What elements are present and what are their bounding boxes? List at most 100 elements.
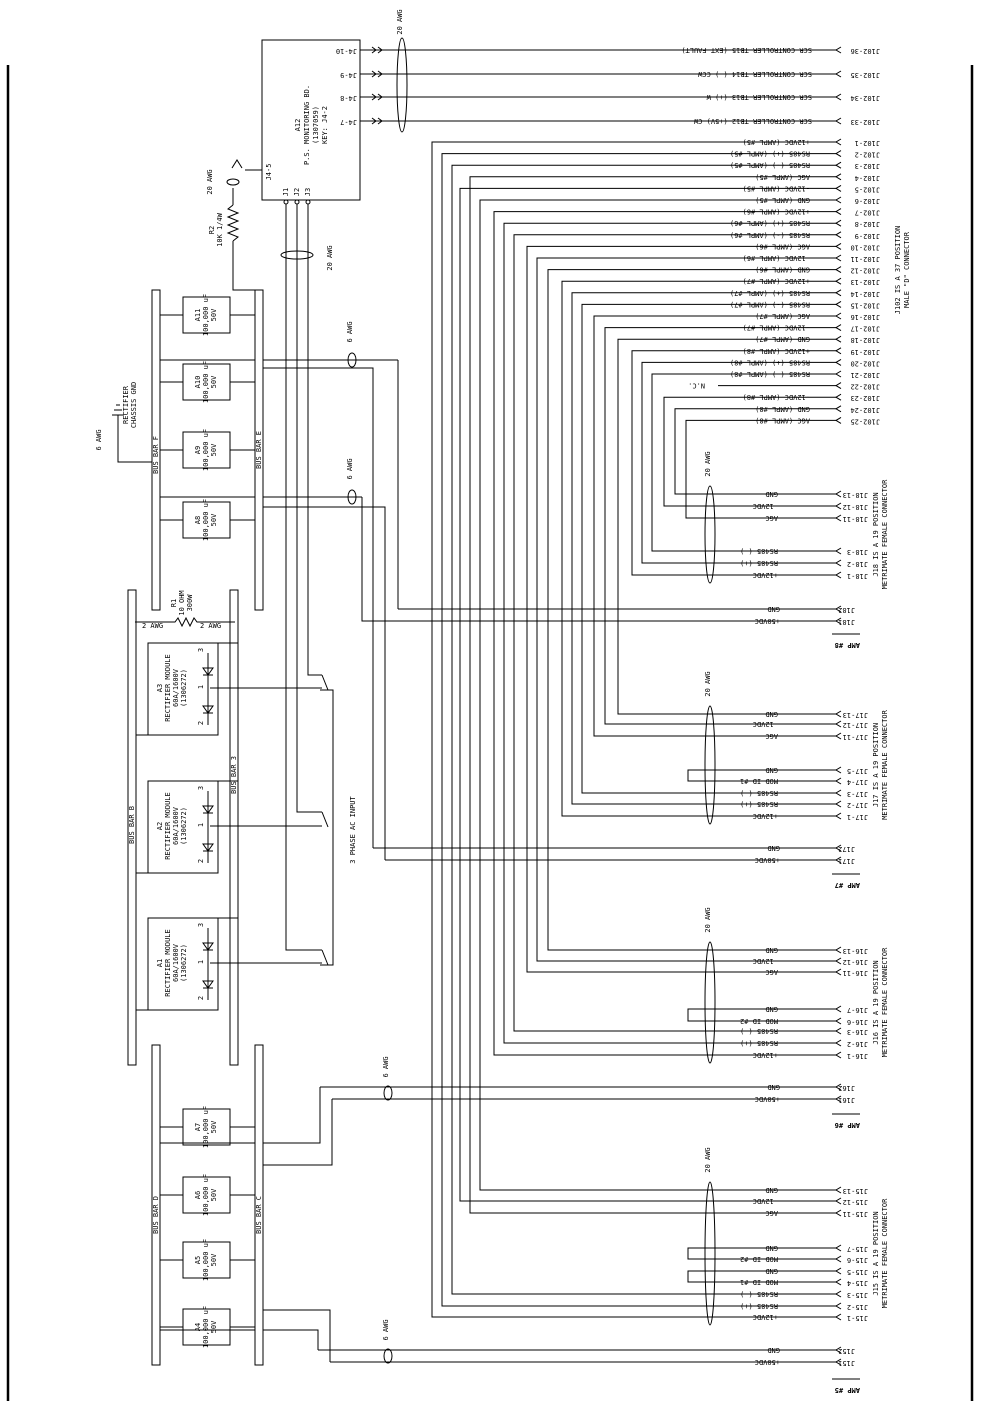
rectifier-name: RECTIFIER MODULE: [164, 792, 172, 859]
j102-pin-label: J102-1: [855, 139, 880, 147]
j2-label: J2: [293, 188, 301, 196]
capacitor-voltage: 50V: [210, 1253, 218, 1266]
capacitor-ref: A5: [194, 1256, 202, 1264]
switch-a: [321, 949, 329, 966]
j102-pin-label: J102-9: [855, 232, 880, 240]
amp6-cable-awg: 20 AWG: [704, 907, 712, 932]
capacitor-value: 100,000 uF: [202, 1239, 210, 1281]
monitoring-board-ref: A12: [294, 119, 302, 132]
amp6-pin-arrow: [835, 946, 842, 954]
rectifier-pin-2: 2: [197, 721, 205, 725]
amp8-signal-label: -12VDC: [753, 502, 778, 510]
amp5-subtitle: METRIMATE FEMALE CONNECTOR: [881, 1198, 889, 1308]
rectifier-name: RECTIFIER MODULE: [164, 929, 172, 996]
amp5-pin-label: J15-7: [847, 1245, 868, 1253]
bus-bar-d-label: BUS BAR D: [152, 1196, 160, 1234]
j3-label: J3: [304, 188, 312, 196]
controller-pin-label: J4-7: [340, 118, 357, 126]
r1-left-awg: 2 AWG: [142, 622, 163, 630]
j102-pin-arrow: [835, 382, 842, 390]
amp6-gnd-riser: [160, 1087, 321, 1144]
amp6-gnd-conn: J162: [838, 1084, 855, 1092]
rectifier-pin-2: 2: [197, 859, 205, 863]
amp8-pin-arrow: [835, 547, 842, 555]
j102-pin-label: J102-14: [850, 290, 880, 298]
ac-phase-a: [285, 204, 322, 951]
bus-bar-f: [151, 289, 161, 611]
amp8-gnd-conn: J182: [838, 606, 855, 614]
ac-input: 3 PHASE AC INPUT: [210, 204, 357, 966]
r1-right-awg: 2 AWG: [200, 622, 221, 630]
amp7-title: J17 IS A 19 POSITION: [872, 723, 880, 807]
r2-resistor: [226, 204, 240, 242]
ac-input-label: 3 PHASE AC INPUT: [349, 796, 357, 864]
amp5-signal-label: +12VDC: [753, 1313, 778, 1321]
capacitor-ref: A9: [194, 446, 202, 454]
capacitor-ref: A8: [194, 516, 202, 524]
amp6-subtitle: METRIMATE FEMALE CONNECTOR: [881, 947, 889, 1057]
amp8-pin-label: J18-1: [847, 572, 868, 580]
amp5-pin-label: J15-5: [847, 1268, 868, 1276]
capacitor-A7: [182, 1108, 231, 1146]
capacitor-A6: [182, 1176, 231, 1214]
amp5-signal-label: RS485 (+): [740, 1302, 778, 1310]
r1-resistor: [135, 616, 235, 628]
capacitor-value: 100,000 uF: [202, 1106, 210, 1148]
j102-pin-arrow: [835, 208, 842, 216]
bus-bar-e: [254, 289, 264, 611]
capacitor-voltage: 50V: [210, 443, 218, 456]
controller-conn-label: J102-36: [850, 47, 880, 55]
j102-fanout-wire: [431, 141, 836, 1318]
j102-fanout-wire: [674, 408, 836, 495]
capacitor-voltage: 50V: [210, 1120, 218, 1133]
amp8-cable-awg: 20 AWG: [704, 451, 712, 476]
rectifier-part: (1306272): [180, 669, 188, 707]
chassis-ground-icon: [112, 404, 124, 416]
amp5-pin-arrow: [835, 1244, 842, 1252]
j102-pin-label: J102-18: [850, 336, 880, 344]
amp5-pin-arrow: [835, 1186, 842, 1194]
amp5-pin-label: J15-6: [847, 1256, 868, 1264]
amp6-title: J16 IS A 19 POSITION: [872, 960, 880, 1044]
j102-fanout-wire: [513, 234, 836, 1032]
rectifier-rating: 60A/1600V: [172, 668, 180, 707]
controller-conn-arrow: [835, 70, 842, 78]
amp5-pin-label: J15-4: [847, 1279, 868, 1287]
j102-pin-arrow: [835, 196, 842, 204]
amp8-pin-label: J18-13: [843, 491, 868, 499]
j102-pin-label: J102-7: [855, 209, 880, 217]
amp7-amp-title: AMP #7: [835, 881, 860, 889]
amp6-pin-arrow: [835, 968, 842, 976]
amp5-pin-arrow: [835, 1278, 842, 1286]
j102-pin-arrow: [835, 161, 842, 169]
amp5-modid-jumper-1: [687, 1247, 836, 1260]
amp7-subtitle: METRIMATE FEMALE CONNECTOR: [881, 709, 889, 819]
amp7-cable-awg: 20 AWG: [704, 671, 712, 696]
capacitor-voltage: 50V: [210, 1188, 218, 1201]
controller-pin-label: J4-8: [340, 94, 357, 102]
amp-feed-b-awg: 6 AWG: [346, 458, 354, 479]
j102-pin-arrow: [835, 277, 842, 285]
controller-signal-label: SCR CONTROLLER TB13 (+) W: [706, 93, 812, 101]
controller-pin-label: J4-9: [340, 71, 357, 79]
r1-value: 10 OHM: [178, 590, 186, 615]
ac-phase-c: [307, 204, 322, 676]
amp6-p50-conn: J161: [838, 1096, 855, 1104]
amp8-pin-arrow: [835, 502, 842, 510]
bus-bars: BUS BAR F BUS BAR E BUS BAR B BUS BAR 3 …: [127, 289, 264, 1366]
amp7-pin-arrow: [835, 766, 842, 774]
j102-fanout-wire: [451, 164, 836, 1295]
amp7-pin-label: J17-13: [843, 711, 868, 719]
controller-pin-arrow: [371, 70, 383, 78]
amp8-pin-label: J18-12: [843, 503, 868, 511]
rectifier-rating: 60A/1600V: [172, 943, 180, 982]
chassis-ground-awg: 6 AWG: [95, 429, 103, 450]
controller-conn-label: J102-34: [850, 94, 880, 102]
amp5-pin-arrow: [835, 1302, 842, 1310]
switch-c: [321, 674, 329, 691]
controller-cable-awg: 20 AWG: [396, 9, 404, 34]
chassis-ground: 6 AWG RECTIFIER CHASSIS GND: [95, 382, 152, 463]
amp7-pin-arrow: [835, 800, 842, 808]
